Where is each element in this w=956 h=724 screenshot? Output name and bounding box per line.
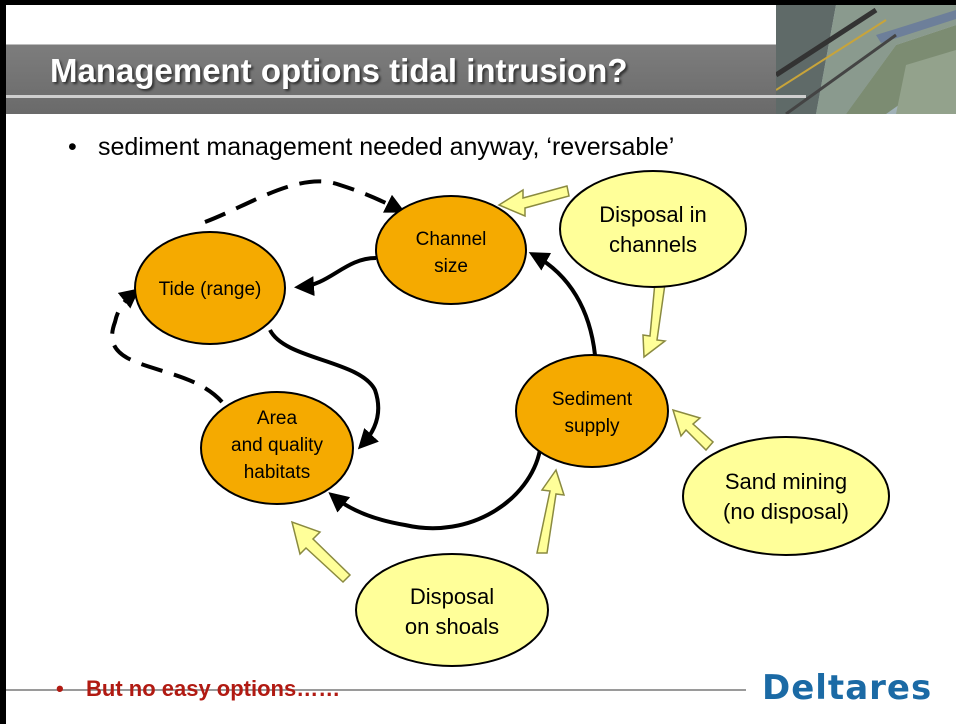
node-channel-size-line1: Channel [416,229,487,250]
node-tide-range-line1: Tide (range) [159,279,262,300]
node-area-quality-habitats: Area and quality habitats [200,391,354,505]
bullet-marker: • [56,676,64,701]
footer-rule [6,689,746,691]
node-sediment-line1: Sediment [552,389,633,410]
arrow-channel-to-tide [294,256,377,297]
title-underline [6,95,806,98]
node-area-line3: habitats [244,462,311,483]
bullet-marker: • [68,133,77,161]
option-sand-mining: Sand mining (no disposal) [682,436,890,556]
node-channel-size-line2: size [434,256,468,277]
node-area-line2: and quality [231,435,323,456]
option-sand-mining-line2: (no disposal) [723,499,849,524]
option-disposal-channels-line1: Disposal in [599,202,707,227]
top-border [0,0,956,5]
option-arrow-sand-mining-to-sediment [671,408,715,452]
bullet-text: sediment management needed anyway, ‘reve… [98,133,675,161]
option-arrow-shoals-to-area [290,520,352,584]
bullet-warning-text: But no easy options…… [86,676,341,701]
option-disposal-shoals-line1: Disposal [410,584,494,609]
option-disposal-in-channels: Disposal in channels [559,170,747,288]
aerial-photo-image [776,5,956,114]
node-area-line1: Area [257,408,298,429]
slide-title: Management options tidal intrusion? [50,52,628,89]
option-sand-mining-line1: Sand mining [725,469,847,494]
option-disposal-shoals-line2: on shoals [405,614,499,639]
node-channel-size: Channel size [375,195,527,305]
option-arrow-shoals-to-sediment [536,468,566,554]
banner-highlight [6,44,956,45]
node-sediment-supply: Sediment supply [515,354,669,468]
bullet-sediment-management: • sediment management needed anyway, ‘rev… [68,133,674,162]
option-arrow-disposal-channels-to-sediment [642,281,667,359]
option-arrow-disposal-channels-to-channel [497,185,570,218]
arrow-tide-to-area [268,328,381,450]
node-sediment-line2: supply [565,416,620,437]
bullet-no-easy-options: • But no easy options…… [56,676,340,702]
option-disposal-channels-line2: channels [609,232,697,257]
arrow-sediment-to-channel [528,252,597,356]
arrow-sediment-to-area [328,449,542,531]
dashed-arrow-area-to-tide [110,288,224,404]
node-tide-range: Tide (range) [134,231,286,345]
option-disposal-on-shoals: Disposal on shoals [355,553,549,667]
dashed-arrow-tide-to-channel [204,179,406,224]
deltares-logo: Deltares [762,668,933,708]
left-border [0,0,6,724]
